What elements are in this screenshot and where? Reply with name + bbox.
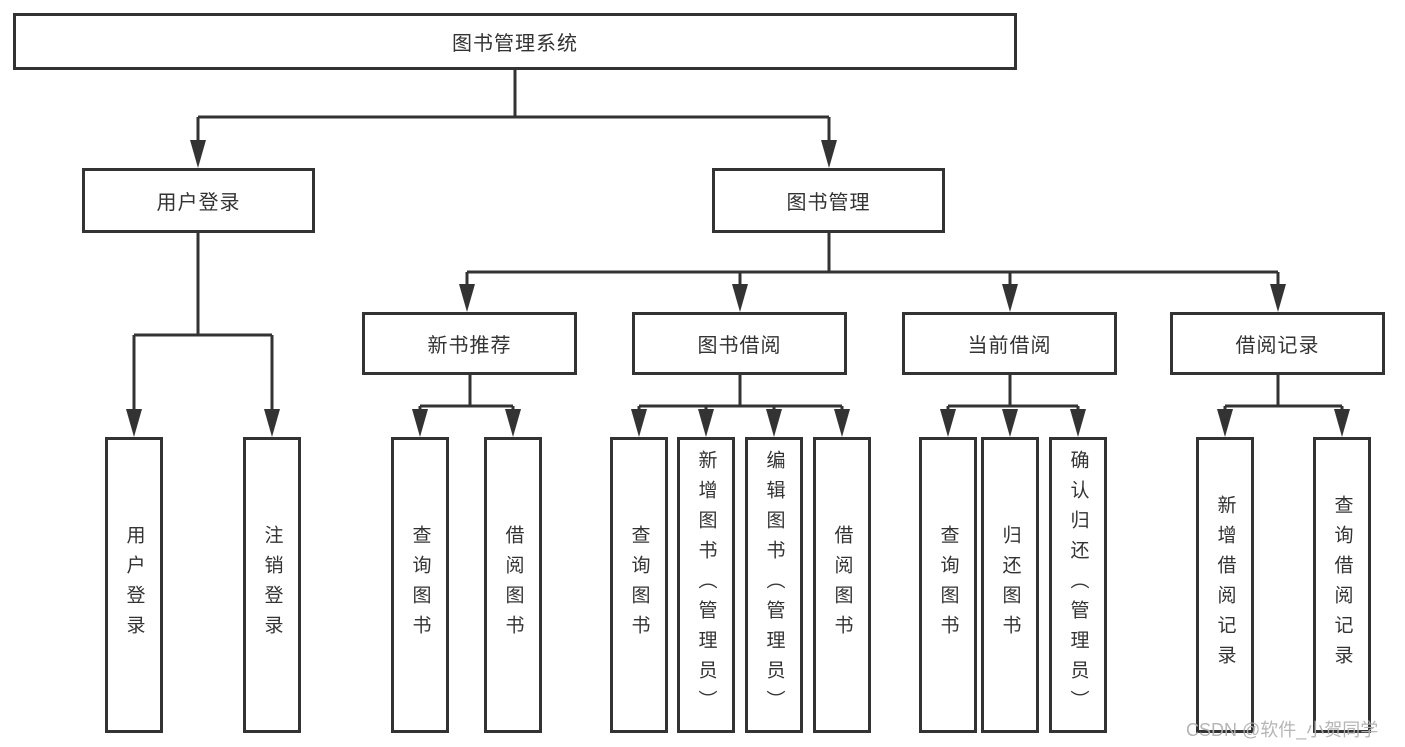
node-borrowing-records: 借阅记录 xyxy=(1170,312,1385,375)
node-label: 新增图书（管理员） xyxy=(695,450,717,720)
node-label: 用户登录 xyxy=(156,192,241,214)
node-leaf-query-books-current: 查询图书 xyxy=(919,437,977,733)
node-label: 查询借阅记录 xyxy=(1331,495,1353,675)
node-label: 查询图书 xyxy=(937,525,959,645)
node-label: 编辑图书（管理员） xyxy=(763,450,785,720)
node-label: 新增借阅记录 xyxy=(1214,495,1236,675)
node-label: 借阅图书 xyxy=(502,525,524,645)
node-label: 图书借阅 xyxy=(697,335,782,357)
node-label: 注销登录 xyxy=(261,525,283,645)
node-leaf-add-borrow-record: 新增借阅记录 xyxy=(1196,437,1254,733)
node-leaf-user-login: 用户登录 xyxy=(105,437,163,733)
node-leaf-query-books-borrow: 查询图书 xyxy=(610,437,668,733)
node-leaf-logout: 注销登录 xyxy=(243,437,301,733)
node-label: 图书管理 xyxy=(786,192,871,214)
node-label: 查询图书 xyxy=(628,525,650,645)
node-current-borrowing: 当前借阅 xyxy=(902,312,1117,375)
node-book-borrowing: 图书借阅 xyxy=(632,312,847,375)
node-leaf-query-books-rec: 查询图书 xyxy=(391,437,449,733)
node-label: 图书管理系统 xyxy=(452,33,578,55)
node-label: 用户登录 xyxy=(123,525,145,645)
node-label: 新书推荐 xyxy=(427,335,512,357)
node-new-book-recommendation: 新书推荐 xyxy=(362,312,577,375)
node-leaf-edit-books-admin: 编辑图书（管理员） xyxy=(745,437,803,733)
node-leaf-borrow-books: 借阅图书 xyxy=(813,437,871,733)
node-label: 借阅图书 xyxy=(831,525,853,645)
node-label: 当前借阅 xyxy=(967,335,1052,357)
node-label: 确认归还（管理员） xyxy=(1067,450,1089,720)
node-leaf-borrow-books-rec: 借阅图书 xyxy=(484,437,542,733)
node-label: 归还图书 xyxy=(999,525,1021,645)
node-label: 借阅记录 xyxy=(1235,335,1320,357)
node-user-login: 用户登录 xyxy=(82,168,315,233)
node-label: 查询图书 xyxy=(409,525,431,645)
node-leaf-add-books-admin: 新增图书（管理员） xyxy=(677,437,735,733)
node-library-management-system: 图书管理系统 xyxy=(13,13,1017,70)
node-leaf-confirm-return-admin: 确认归还（管理员） xyxy=(1049,437,1107,733)
node-book-management: 图书管理 xyxy=(712,168,945,233)
node-leaf-return-books: 归还图书 xyxy=(981,437,1039,733)
node-leaf-query-borrow-record: 查询借阅记录 xyxy=(1313,437,1371,733)
watermark-csdn: CSDN @软件_小贺同学 xyxy=(1186,720,1379,740)
